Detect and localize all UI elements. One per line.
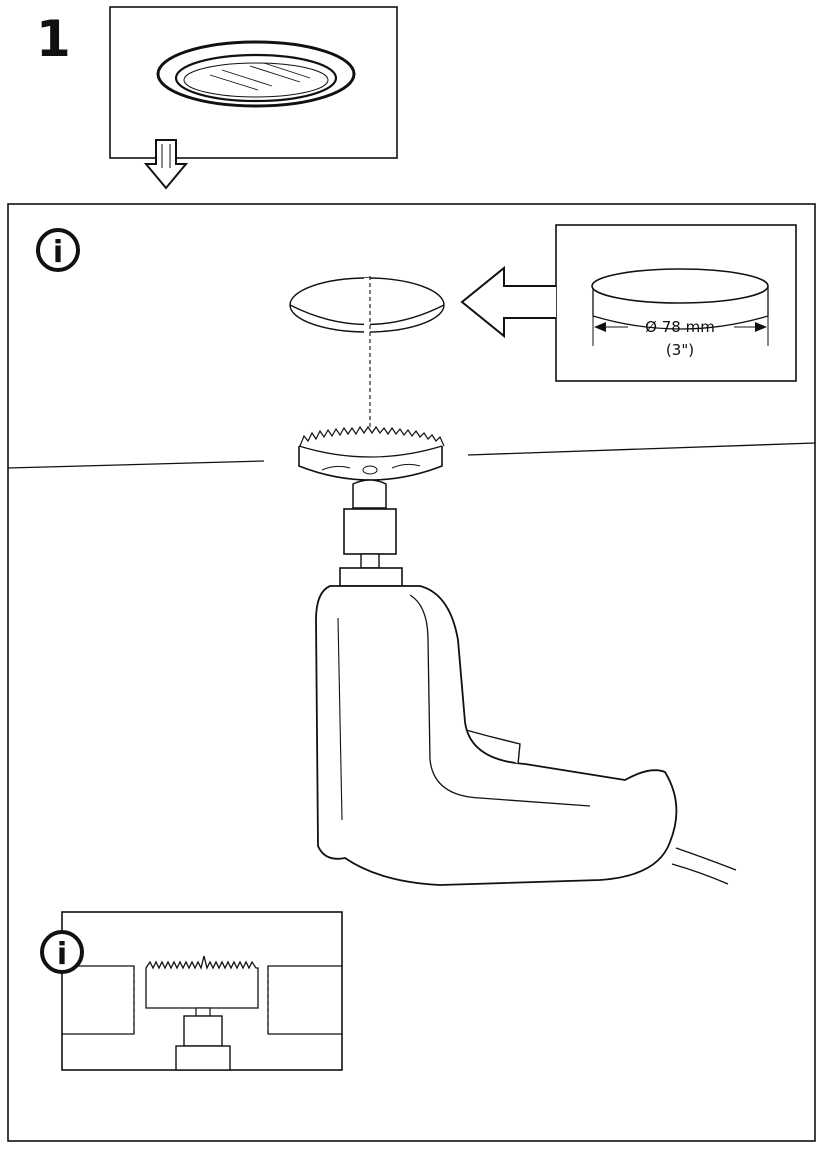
info-icon-glyph: i (53, 235, 63, 270)
recessed-light-part (156, 40, 356, 108)
dimension-arrow-left (594, 322, 628, 332)
depth-detail-box: i (40, 911, 343, 1071)
step-number: 1 (36, 10, 71, 68)
ceiling-line-left (7, 460, 265, 469)
power-drill (315, 479, 737, 886)
hole-cylinder (591, 268, 769, 330)
info-icon: i (40, 930, 84, 974)
left-arrow-icon (460, 265, 556, 339)
part-box (109, 6, 398, 159)
hole-diameter-label: Ø 78 mm (645, 318, 715, 336)
hole-size-box: Ø 78 mm (3") (555, 224, 797, 382)
cut-disc (289, 277, 445, 334)
hole-saw (298, 425, 445, 481)
info-icon-glyph: i (57, 937, 67, 972)
ceiling-line-right (467, 442, 816, 456)
main-panel (7, 203, 816, 1142)
down-arrow-icon (143, 139, 189, 190)
hole-diameter-inches: (3") (666, 341, 694, 359)
dimension-arrow-right (734, 322, 767, 332)
info-icon: i (36, 228, 80, 272)
